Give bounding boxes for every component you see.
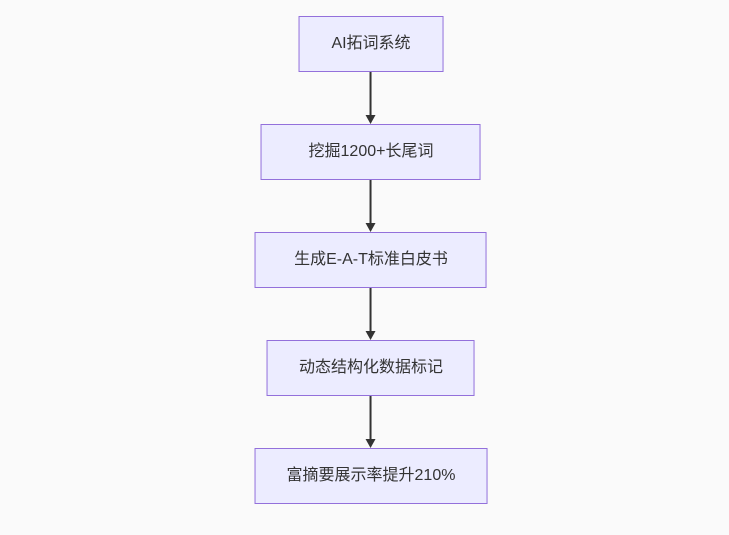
flowchart-node-eat-whitepaper: 生成E-A-T标准白皮书 — [255, 232, 487, 288]
node-label: 生成E-A-T标准白皮书 — [294, 251, 448, 269]
flowchart-node-longtail-mining: 挖掘1200+长尾词 — [261, 124, 481, 180]
arrowhead-down-icon — [366, 223, 376, 232]
arrowhead-down-icon — [366, 115, 376, 124]
flow-arrow-2 — [366, 180, 376, 232]
arrowhead-down-icon — [366, 439, 376, 448]
flowchart-node-structured-data: 动态结构化数据标记 — [266, 340, 475, 396]
arrowhead-down-icon — [366, 331, 376, 340]
flowchart-node-ai-keyword-system: AI拓词系统 — [298, 16, 444, 72]
flowchart-node-rich-snippet-result: 富摘要展示率提升210% — [254, 448, 488, 504]
arrow-line — [370, 288, 372, 332]
flow-arrow-3 — [366, 288, 376, 340]
node-label: 动态结构化数据标记 — [298, 359, 443, 377]
flow-arrow-4 — [366, 396, 376, 448]
node-label: 挖掘1200+长尾词 — [308, 143, 434, 161]
flowchart: AI拓词系统 挖掘1200+长尾词 生成E-A-T标准白皮书 动态结构化数据标记… — [254, 16, 488, 504]
flow-arrow-1 — [366, 72, 376, 124]
node-label: 富摘要展示率提升210% — [286, 467, 456, 485]
node-label: AI拓词系统 — [331, 35, 411, 53]
arrow-line — [370, 396, 372, 440]
arrow-line — [370, 72, 372, 116]
arrow-line — [370, 180, 372, 224]
